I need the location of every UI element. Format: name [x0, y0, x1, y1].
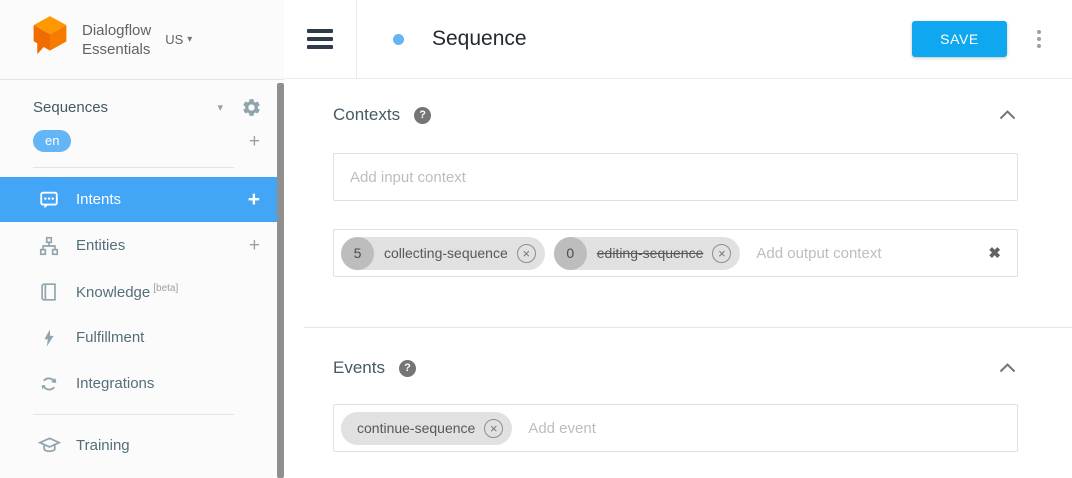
intent-status-dot-icon — [393, 33, 404, 45]
remove-context-icon[interactable]: × — [516, 243, 536, 263]
sidebar-divider — [33, 167, 234, 168]
sidebar-item-intents[interactable]: Intents + — [0, 177, 284, 222]
intent-toolbar: Sequence SAVE — [284, 0, 1072, 79]
hamburger-menu-button[interactable] — [284, 0, 357, 78]
language-tab-en[interactable]: en — [33, 130, 72, 152]
chat-bubble-icon — [37, 188, 61, 212]
title-area: Sequence — [357, 27, 527, 51]
brand-name: Dialogflow Essentials — [82, 21, 151, 59]
agent-settings-gear-icon[interactable] — [241, 97, 262, 118]
sidebar-item-label: Knowledge[beta] — [76, 282, 179, 301]
more-options-kebab-icon[interactable] — [1033, 26, 1045, 52]
context-lifespan-badge: 0 — [553, 236, 587, 270]
graduation-cap-icon — [37, 434, 61, 458]
agent-chevron-down-icon[interactable]: ▾ — [217, 102, 223, 114]
sidebar-header: Dialogflow Essentials US ▾ — [0, 0, 284, 80]
context-name: collecting-sequence — [384, 245, 508, 261]
add-language-button[interactable]: + — [248, 130, 260, 152]
output-context-chip: 5 collecting-sequence × — [341, 236, 545, 270]
dialogflow-logo-icon — [30, 14, 70, 65]
main-panel: Sequence SAVE Contexts ? 5 collecting-se… — [284, 0, 1072, 478]
hamburger-icon — [307, 29, 333, 49]
intent-editor-content: Contexts ? 5 collecting-sequence × 0 edi… — [284, 79, 1072, 452]
agent-selector[interactable]: Sequences — [33, 99, 109, 116]
brand-line2: Essentials — [82, 40, 151, 58]
chevron-down-icon: ▾ — [187, 34, 193, 45]
sidebar-item-integrations[interactable]: Integrations — [0, 361, 284, 406]
sidebar-item-label: Training — [76, 437, 130, 454]
agent-selector-row: Sequences ▾ — [0, 80, 284, 118]
sidebar-item-label: Fulfillment — [76, 329, 145, 346]
events-field[interactable]: continue-sequence × Add event — [333, 404, 1018, 452]
clear-output-contexts-icon[interactable]: ✖ — [988, 245, 1001, 262]
events-section-header: Events ? — [333, 358, 1018, 378]
add-intent-button[interactable]: + — [247, 188, 260, 211]
brand-line1: Dialogflow — [82, 21, 152, 39]
event-placeholder: Add event — [528, 419, 596, 437]
sidebar: Dialogflow Essentials US ▾ Sequences ▾ e… — [0, 0, 284, 478]
sidebar-item-entities[interactable]: Entities + — [0, 223, 284, 268]
section-divider — [304, 327, 1072, 328]
sidebar-nav: Intents + Entities + Knowledge[beta] — [0, 168, 284, 468]
remove-context-icon[interactable]: × — [712, 243, 732, 263]
entities-tree-icon — [37, 234, 61, 258]
sidebar-item-label: Entities — [76, 237, 126, 254]
event-name: continue-sequence — [357, 420, 476, 436]
events-collapse-chevron-up-icon[interactable] — [997, 359, 1018, 377]
contexts-heading: Contexts — [333, 105, 401, 124]
region-label: US — [165, 32, 184, 47]
sidebar-item-knowledge[interactable]: Knowledge[beta] — [0, 269, 284, 314]
sidebar-item-training[interactable]: Training — [0, 423, 284, 468]
input-context-field[interactable] — [333, 153, 1018, 201]
save-button[interactable]: SAVE — [912, 21, 1007, 57]
contexts-help-icon[interactable]: ? — [414, 106, 432, 124]
context-name: editing-sequence — [596, 245, 704, 261]
output-context-field[interactable]: 5 collecting-sequence × 0 editing-sequen… — [333, 229, 1018, 277]
contexts-section-header: Contexts ? — [333, 105, 1018, 125]
context-lifespan-badge: 5 — [341, 236, 374, 270]
events-heading: Events — [333, 358, 385, 377]
remove-event-icon[interactable]: × — [484, 418, 504, 438]
region-selector[interactable]: US ▾ — [165, 32, 192, 47]
event-chip: continue-sequence × — [341, 411, 513, 445]
sidebar-scrollbar[interactable] — [277, 83, 284, 478]
lightning-icon — [37, 326, 61, 350]
beta-badge: [beta] — [153, 282, 179, 294]
sidebar-item-fulfillment[interactable]: Fulfillment — [0, 315, 284, 360]
book-icon — [37, 280, 61, 304]
events-help-icon[interactable]: ? — [398, 359, 416, 377]
sidebar-item-label: Integrations — [76, 375, 155, 392]
output-context-chip: 0 editing-sequence × — [553, 236, 741, 270]
page-title: Sequence — [432, 27, 527, 50]
contexts-collapse-chevron-up-icon[interactable] — [997, 106, 1018, 124]
output-context-placeholder: Add output context — [756, 244, 882, 262]
language-row: en + — [0, 118, 284, 162]
sidebar-item-label: Intents — [76, 191, 122, 208]
add-entity-button[interactable]: + — [248, 235, 260, 256]
sync-arrows-icon — [37, 372, 61, 396]
sidebar-divider — [33, 414, 234, 415]
